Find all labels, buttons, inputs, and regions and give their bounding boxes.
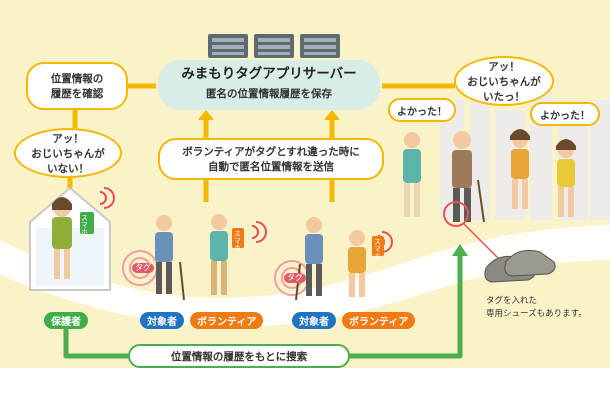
missing-speech-line3: いない！: [47, 162, 89, 175]
tag-label-2: タグ: [284, 273, 306, 283]
relief-bubble-left: よかった！: [388, 98, 456, 122]
volunteer-note-bubble: ボランティアがタグとすれ違った時に 自動で匿名位置情報を送信: [158, 138, 384, 180]
search-history-bar: 位置情報の履歴をもとに捜索: [128, 344, 350, 368]
search-history-text: 位置情報の履歴をもとに捜索: [170, 350, 308, 363]
volunteer-person-1: [210, 214, 244, 295]
family-man-figure: [403, 132, 421, 217]
server-subtitle: 匿名の位置情報履歴を保存: [206, 88, 332, 100]
volunteer-person-2: [348, 230, 384, 297]
volunteer-note-line1: ボランティアがタグとすれ違った時に: [182, 146, 360, 158]
found-speech-bubble: アッ！ おじいちゃんが いたっ！: [454, 56, 554, 106]
shoe-tag-highlight: [443, 201, 469, 227]
history-check-bubble: 位置情報の 履歴を確認: [26, 62, 128, 110]
relief-woman-figure: [556, 139, 576, 217]
found-speech-line2: おじいちゃんが: [467, 75, 541, 88]
smartphone-label-2: スマホ: [233, 230, 242, 251]
volunteer-label-1: ボランティア: [190, 312, 264, 329]
smartphone-label-1: スマホ: [80, 214, 89, 235]
found-elder-figure: [452, 131, 485, 223]
server-rack-icon: [208, 34, 340, 58]
missing-speech-bubble: アッ！ おじいちゃんが いない！: [14, 128, 122, 178]
relief-left-text: よかった！: [397, 106, 447, 118]
target-label-1: 対象者: [140, 312, 184, 329]
guardian-figure: [52, 197, 94, 279]
server-box: [158, 60, 380, 110]
guardian-label: 保護者: [44, 312, 88, 329]
smartphone-label-3: スマホ: [373, 238, 382, 259]
volunteer-note-line2: 自動で匿名位置情報を送信: [208, 161, 334, 173]
target-label-2: 対象者: [292, 312, 336, 329]
found-guardian-figure: [510, 129, 530, 209]
found-speech-line3: いたっ！: [483, 90, 525, 103]
relief-right-text: よかった！: [540, 110, 590, 122]
green-arrowhead: [452, 244, 468, 256]
history-check-line1: 位置情報の: [50, 73, 104, 85]
found-speech-line1: アッ！: [488, 60, 520, 73]
server-title: みまもりタグアプリサーバー: [181, 66, 357, 82]
missing-speech-line1: アッ！: [52, 132, 84, 145]
shoe-note-line1: タグを入れた: [486, 296, 538, 306]
missing-speech-line2: おじいちゃんが: [31, 147, 105, 160]
relief-bubble-right: よかった！: [530, 102, 600, 126]
history-check-line2: 履歴を確認: [50, 88, 104, 100]
target-person-1: [155, 215, 185, 301]
yellow-arrowheads: [198, 110, 340, 120]
tag-label-1: タグ: [132, 263, 154, 273]
volunteer-label-2: ボランティア: [342, 312, 416, 329]
shoe-icon: [484, 249, 556, 283]
shoe-note-line2: 専用シューズもあります。: [486, 309, 587, 319]
